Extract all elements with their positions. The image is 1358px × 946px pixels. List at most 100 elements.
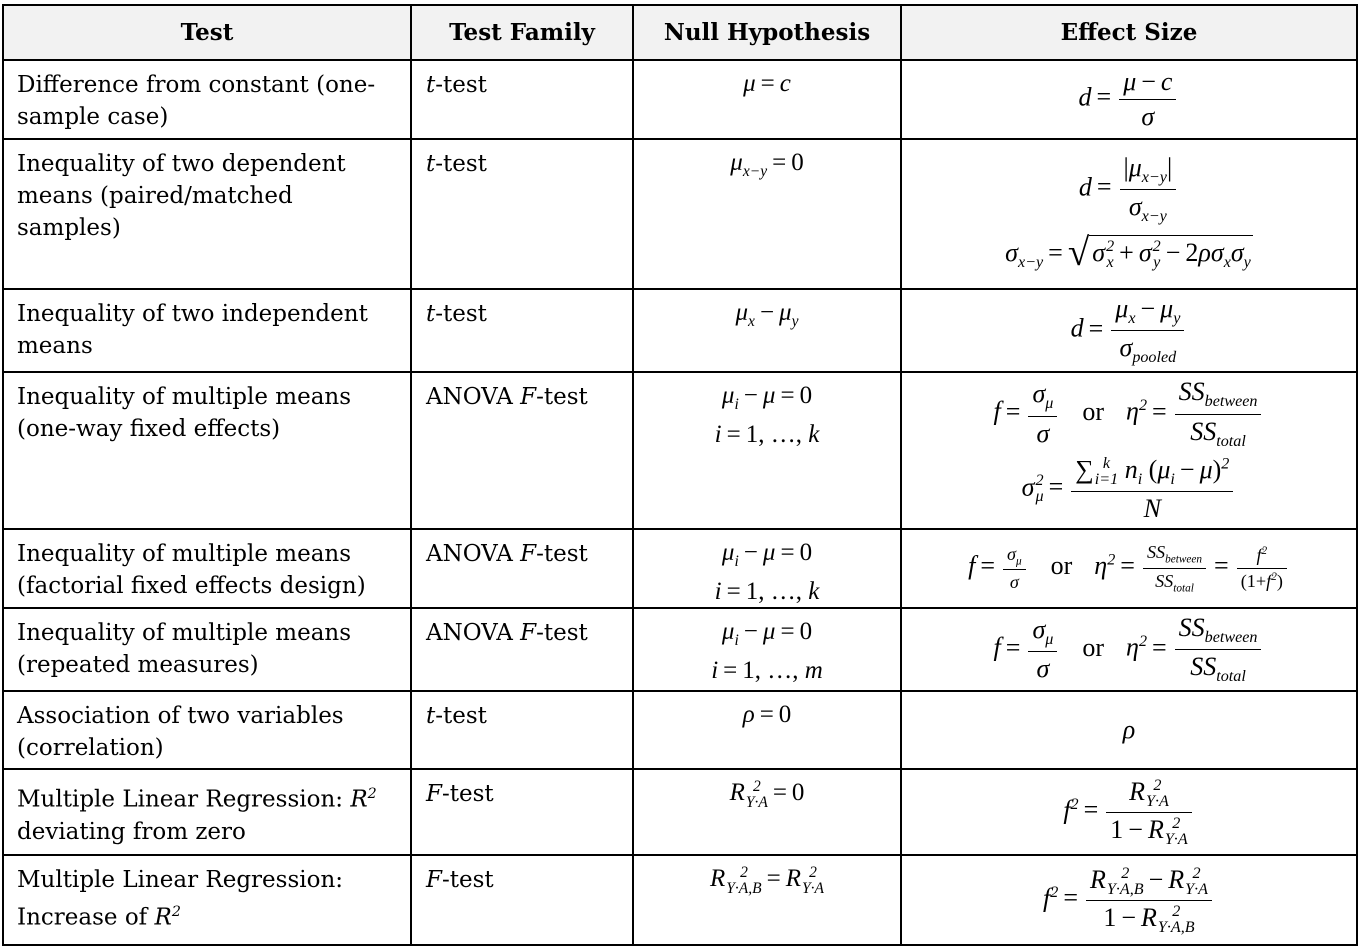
- fraction-numerator: |μx−y|: [1119, 153, 1177, 190]
- math-variable: t: [426, 151, 436, 177]
- cell-test-family: F-test: [410, 768, 634, 857]
- math-superscript: 2: [367, 786, 377, 803]
- text-run: ∑: [1075, 454, 1094, 484]
- cell-test: Inequality of multiple means (factorial …: [2, 527, 412, 609]
- math-subscript: y: [1173, 310, 1181, 328]
- math-variable: μ: [1123, 67, 1137, 96]
- text-run: (1+: [1240, 571, 1267, 591]
- fraction-denominator: SStotal: [1175, 650, 1262, 686]
- math-variable: SS: [1178, 377, 1205, 407]
- math-subscript: y: [1243, 254, 1251, 272]
- cell-line: F-test: [426, 864, 622, 896]
- cell-line: t-test: [426, 148, 622, 180]
- math-superscript: 2: [1271, 570, 1277, 583]
- cell-test-family: t-test: [410, 690, 634, 771]
- math-subscript: x: [748, 313, 755, 330]
- math-subscript: x−y: [1141, 208, 1167, 226]
- math-variable: F: [426, 781, 442, 808]
- math-variable: SS: [1178, 612, 1205, 642]
- statistical-tests-table: Test Test Family Null Hypothesis Effect …: [2, 4, 1358, 946]
- math-subscript: i: [734, 552, 739, 570]
- fraction-numerator: μx−μy: [1111, 294, 1185, 332]
- cell-test: Inequality of multiple means (repeated m…: [2, 606, 412, 693]
- math-variable: μ: [762, 382, 776, 410]
- fraction-denominator: σx−y: [1120, 190, 1177, 226]
- math-operator: =: [1083, 795, 1099, 825]
- text-run: Inequality of two dependent means (paire…: [17, 151, 346, 241]
- math-subscript: between: [1204, 629, 1258, 647]
- math-variable: F: [520, 384, 537, 411]
- table-row: Inequality of two dependent means (paire…: [2, 138, 1358, 290]
- fraction-denominator: σ: [1003, 570, 1026, 593]
- cell-null-hypothesis: μx−μy: [632, 287, 902, 374]
- text-run: 0: [799, 617, 813, 645]
- fraction-denominator: σ: [1119, 100, 1176, 132]
- math-variable: f: [1063, 795, 1071, 825]
- cell-line: Inequality of multiple means (repeated m…: [17, 617, 400, 681]
- math-variable: η: [1126, 632, 1139, 662]
- math-variable: F: [520, 619, 537, 646]
- math-operator: −: [1121, 902, 1137, 932]
- cell-test: Multiple Linear Regression: Increase of …: [2, 854, 412, 946]
- math-variable: k: [808, 421, 820, 449]
- math-operator: =: [1152, 632, 1167, 662]
- cell-line: ANOVA F-test: [426, 381, 622, 413]
- fraction-numerator: SSbetween: [1174, 612, 1262, 651]
- math-superscript: 2: [1172, 814, 1181, 832]
- math-variable: μ: [779, 299, 792, 326]
- math-superscript: 2: [1192, 864, 1201, 882]
- fraction-denominator: σ: [1028, 652, 1057, 684]
- math-variable: c: [1160, 67, 1173, 96]
- math-subscript: y: [791, 313, 799, 330]
- math-operator: =: [1152, 397, 1167, 427]
- math-subscript: Y·A: [1164, 830, 1188, 848]
- text-run: 1: [1103, 902, 1117, 932]
- fraction-denominator: SStotal: [1143, 569, 1206, 595]
- math-text: or: [1050, 551, 1073, 581]
- radical-sign-icon: √: [1067, 231, 1090, 275]
- math-operator: =: [772, 779, 787, 807]
- math-subscript: x−y: [742, 163, 768, 180]
- math-operator: =: [1096, 82, 1112, 112]
- math-subscript: Y·A: [802, 879, 824, 897]
- math-subscript: y: [1153, 254, 1161, 272]
- math-variable: μ: [730, 149, 743, 176]
- math-superscript: 2: [1221, 455, 1230, 473]
- math-superscript: 2: [1138, 397, 1147, 415]
- text-run: Inequality of multiple means (factorial …: [17, 540, 366, 599]
- math-variable: σ: [1032, 615, 1046, 645]
- math-variable: SS: [1190, 416, 1217, 446]
- math-variable: d: [1070, 313, 1084, 343]
- math-variable: k: [808, 577, 820, 605]
- text-run: ): [1276, 571, 1283, 591]
- text-run: 0: [791, 149, 804, 176]
- math-superscript: 2: [1153, 776, 1162, 794]
- math-variable: f: [993, 397, 1001, 427]
- math-operator: =: [723, 656, 738, 684]
- math-operator: =: [1063, 883, 1078, 913]
- cell-test-family: F-test: [410, 854, 634, 946]
- text-run: Difference from constant (one-sample cas…: [17, 72, 376, 130]
- math-variable: F: [426, 867, 442, 894]
- math-superscript: 2: [1261, 544, 1268, 557]
- cell-line: t-test: [426, 700, 622, 732]
- math-operator: −: [1165, 238, 1181, 268]
- math-subscript: i: [734, 396, 739, 414]
